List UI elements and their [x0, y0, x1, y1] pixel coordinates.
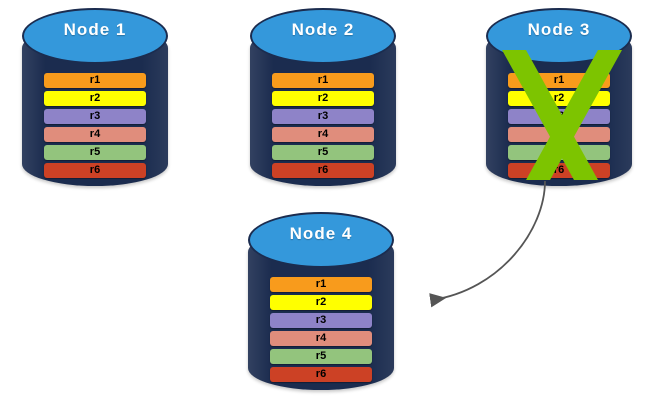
record-row[interactable]: r2: [270, 295, 372, 310]
record-row[interactable]: r6: [508, 163, 610, 178]
node-top-ellipse: [486, 8, 632, 64]
node-top-ellipse: [248, 212, 394, 268]
record-row[interactable]: r2: [272, 91, 374, 106]
node-top-ellipse: [250, 8, 396, 64]
record-row[interactable]: r4: [508, 127, 610, 142]
record-row[interactable]: r4: [44, 127, 146, 142]
record-row[interactable]: r6: [272, 163, 374, 178]
replication-arrow: [429, 180, 546, 308]
record-row[interactable]: r1: [508, 73, 610, 88]
record-row[interactable]: r1: [270, 277, 372, 292]
record-row[interactable]: r3: [508, 109, 610, 124]
record-row[interactable]: r3: [270, 313, 372, 328]
record-list: r1 r2 r3 r4 r5 r6: [270, 277, 372, 385]
record-row[interactable]: r6: [44, 163, 146, 178]
record-row[interactable]: r2: [508, 91, 610, 106]
record-row[interactable]: r5: [44, 145, 146, 160]
record-row[interactable]: r4: [270, 331, 372, 346]
node-top-ellipse: [22, 8, 168, 64]
record-list: r1 r2 r3 r4 r5 r6: [44, 73, 146, 181]
record-row[interactable]: r2: [44, 91, 146, 106]
record-row[interactable]: r3: [272, 109, 374, 124]
record-list: r1 r2 r3 r4 r5 r6: [508, 73, 610, 181]
record-row[interactable]: r6: [270, 367, 372, 382]
record-row[interactable]: r4: [272, 127, 374, 142]
record-row[interactable]: r1: [272, 73, 374, 88]
record-row[interactable]: r3: [44, 109, 146, 124]
record-row[interactable]: r5: [270, 349, 372, 364]
record-row[interactable]: r1: [44, 73, 146, 88]
record-row[interactable]: r5: [508, 145, 610, 160]
record-row[interactable]: r5: [272, 145, 374, 160]
record-list: r1 r2 r3 r4 r5 r6: [272, 73, 374, 181]
